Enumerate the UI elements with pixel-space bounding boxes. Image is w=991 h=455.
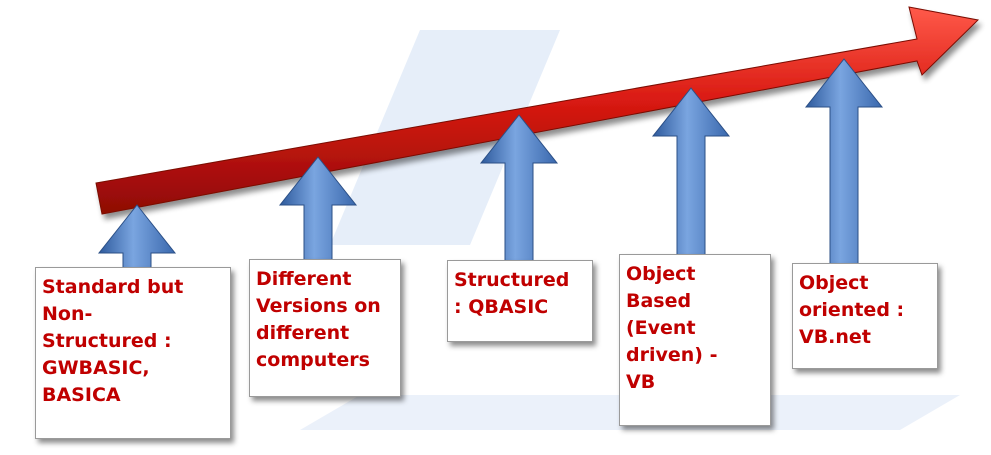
stage-card-4: Object Based (Event driven) - VB	[619, 254, 771, 426]
stage-card-5: Object oriented : VB.net	[792, 263, 938, 369]
up-arrow-5	[804, 58, 884, 266]
stage-label-4: Object Based (Event driven) - VB	[626, 263, 718, 393]
stage-label-2: Different Versions on different computer…	[256, 268, 381, 371]
up-arrow-4	[651, 87, 731, 258]
stage-card-1: Standard but Non- Structured : GWBASIC, …	[35, 267, 231, 439]
up-arrow-1	[97, 204, 177, 273]
stage-card-3: Structured : QBASIC	[447, 260, 593, 342]
stage-label-1: Standard but Non- Structured : GWBASIC, …	[42, 276, 184, 406]
stage-label-3: Structured : QBASIC	[454, 269, 570, 318]
stage-card-2: Different Versions on different computer…	[249, 259, 401, 397]
stage-label-5: Object oriented : VB.net	[799, 272, 905, 348]
